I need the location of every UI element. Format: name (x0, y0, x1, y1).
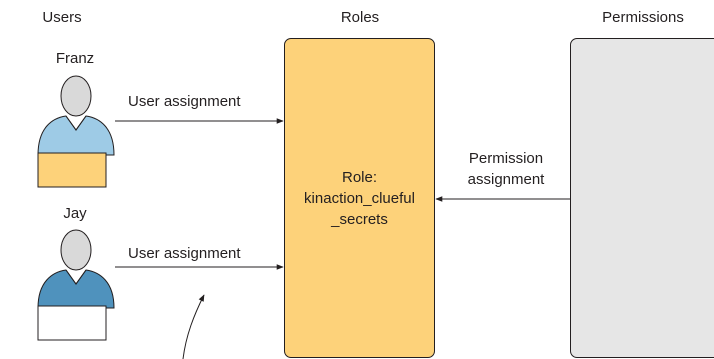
permissions-box (570, 38, 714, 358)
permissions-column-header: Permissions (602, 9, 684, 26)
jay-head-icon (60, 229, 92, 271)
franz-body-icon (37, 115, 115, 156)
role-label: Role: kinaction_clueful _secrets (284, 167, 435, 230)
callout-arrow (182, 294, 205, 359)
role-box (284, 38, 435, 358)
permission-assignment-line1: Permission (468, 150, 544, 167)
role-label-line1: Role: (341, 169, 378, 186)
user-name-franz: Franz (55, 50, 95, 67)
franz-laptop-icon (37, 152, 107, 188)
franz-collar-icon (65, 115, 87, 131)
franz-head-icon (60, 75, 92, 117)
user-name-jay: Jay (63, 205, 87, 222)
user-assignment-label-franz: User assignment (128, 93, 241, 110)
roles-column-header: Roles (340, 9, 380, 26)
permission-assignment-line2: assignment (467, 171, 545, 188)
user-assignment-label-jay: User assignment (128, 245, 241, 262)
jay-collar-icon (65, 269, 87, 285)
permission-assignment-label: Permission assignment (448, 148, 564, 190)
role-label-line3: _secrets (331, 211, 388, 228)
user-icon-franz (37, 75, 115, 188)
role-label-line2: kinaction_clueful (304, 190, 415, 207)
user-icon-jay (37, 229, 115, 341)
jay-body-icon (37, 269, 115, 309)
users-column-header: Users (42, 9, 82, 26)
jay-laptop-icon (37, 305, 107, 341)
